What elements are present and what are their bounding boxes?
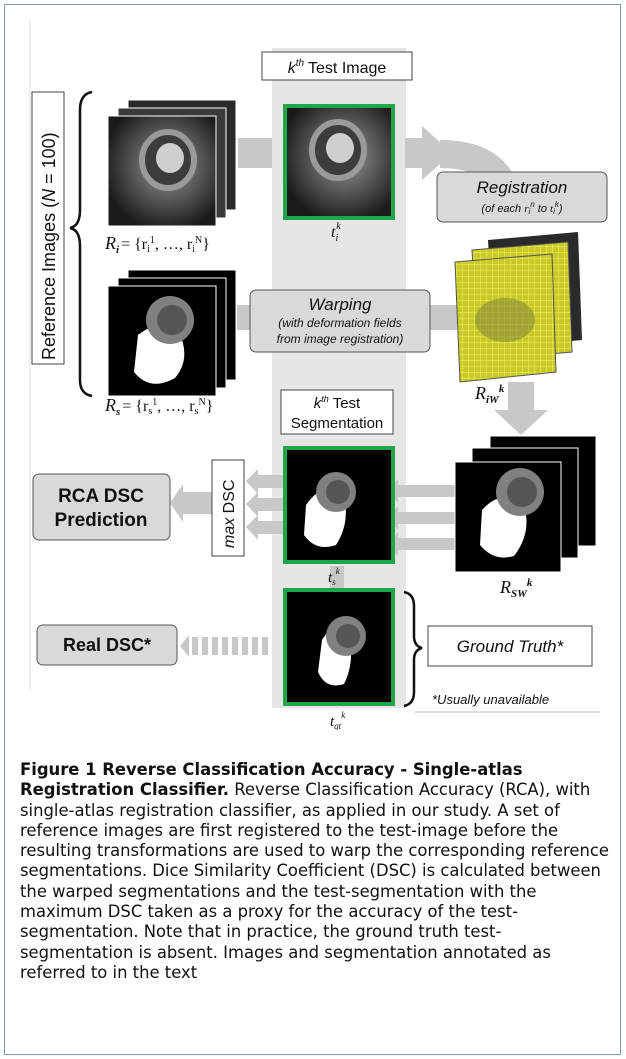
svg-text:tsk: tsk xyxy=(328,566,341,587)
figure-caption: Figure 1 Reverse Classification Accuracy… xyxy=(20,760,614,983)
max-dsc-label: DSC xyxy=(221,480,238,518)
ri-sub: i xyxy=(116,244,120,256)
warping-box xyxy=(249,289,431,353)
arrow-ri-to-ti xyxy=(238,138,272,168)
real-dsc-label: Real DSC* xyxy=(63,635,151,655)
arrow-rsw-1 xyxy=(388,479,455,503)
dashed-arrow-real-dsc xyxy=(180,635,268,657)
rsw-segmentation-stack xyxy=(454,435,597,573)
svg-text:Ri= {ri1, …, riN}: Ri= {ri1, …, riN} xyxy=(104,233,210,256)
test-image-title-box xyxy=(261,51,413,81)
test-image-sup: th xyxy=(296,58,305,69)
rca-line2: Prediction xyxy=(55,510,148,531)
ri-image-stack xyxy=(107,99,237,227)
arrow-ti-to-registration xyxy=(405,126,452,180)
arrow-seg-1 xyxy=(246,469,284,494)
rs-symbol: R xyxy=(104,395,116,415)
arrow-seg-2 xyxy=(246,492,284,517)
riw-image-stack xyxy=(454,232,582,383)
ground-truth-image xyxy=(283,588,395,706)
caption-text: Reverse Classification Accuracy (RCA), w… xyxy=(20,780,609,982)
registration-title: Registration xyxy=(477,178,568,197)
svg-text:RSWk: RSWk xyxy=(499,577,533,600)
test-image-k: k xyxy=(288,60,297,77)
arrow-maxdsc-to-rca xyxy=(170,484,212,522)
ground-truth-box xyxy=(427,625,593,667)
test-image xyxy=(283,104,395,220)
warping-title: Warping xyxy=(309,295,373,314)
ti-t: t xyxy=(331,224,336,241)
svg-text:Rs= {rs1, …, rsN}: Rs= {rs1, …, rsN} xyxy=(104,395,213,418)
test-image-title: Test Image xyxy=(308,60,386,77)
rca-prediction-box xyxy=(32,473,171,541)
svg-text:(of each rin to tik): (of each rin to tik) xyxy=(481,200,562,216)
reference-images-box xyxy=(31,91,65,365)
arrow-riw-to-rsw xyxy=(494,382,548,435)
test-segmentation-box xyxy=(280,389,394,435)
riw-symbol: R xyxy=(474,383,486,403)
arrow-rsw-3 xyxy=(388,532,455,556)
svg-text:kth Test: kth Test xyxy=(314,394,361,412)
real-dsc-box xyxy=(36,624,178,666)
arrow-seg-3 xyxy=(246,515,284,540)
rca-line1: RCA DSC xyxy=(58,486,144,507)
registration-box xyxy=(436,171,608,223)
svg-text:tik: tik xyxy=(331,221,341,244)
reference-images-prefix: Reference Images ( xyxy=(39,202,59,360)
reference-brace xyxy=(69,90,93,398)
caption-title: Figure 1 Reverse Classification Accuracy… xyxy=(20,760,523,800)
svg-text:tgtk: tgtk xyxy=(330,710,346,730)
ground-truth-label: Ground Truth* xyxy=(457,637,565,656)
warping-line1: (with deformation fields xyxy=(278,316,401,330)
test-segmentation-image xyxy=(283,446,395,564)
test-segmentation-line2: Segmentation xyxy=(291,415,384,432)
ri-set: = {r xyxy=(121,236,148,253)
svg-text:Reference Images (N = 100): Reference Images (N = 100) xyxy=(39,132,59,360)
warping-line2: from image registration) xyxy=(277,332,404,346)
rsw-symbol: R xyxy=(499,577,511,597)
max-dsc-box xyxy=(211,459,245,557)
ri-symbol: R xyxy=(104,233,116,253)
svg-text:RiWk: RiWk xyxy=(474,383,505,406)
max-dsc-max: max xyxy=(221,517,238,548)
reference-images-eq: = 100) xyxy=(39,132,59,189)
ground-truth-brace xyxy=(403,590,423,708)
rs-segmentation-stack xyxy=(107,269,237,397)
arrow-rsw-2 xyxy=(388,506,455,530)
reference-images-n: N xyxy=(39,188,59,202)
svg-text:max DSC: max DSC xyxy=(221,480,238,548)
page-frame xyxy=(4,4,621,1055)
unavailable-note: *Usually unavailable xyxy=(432,692,549,707)
